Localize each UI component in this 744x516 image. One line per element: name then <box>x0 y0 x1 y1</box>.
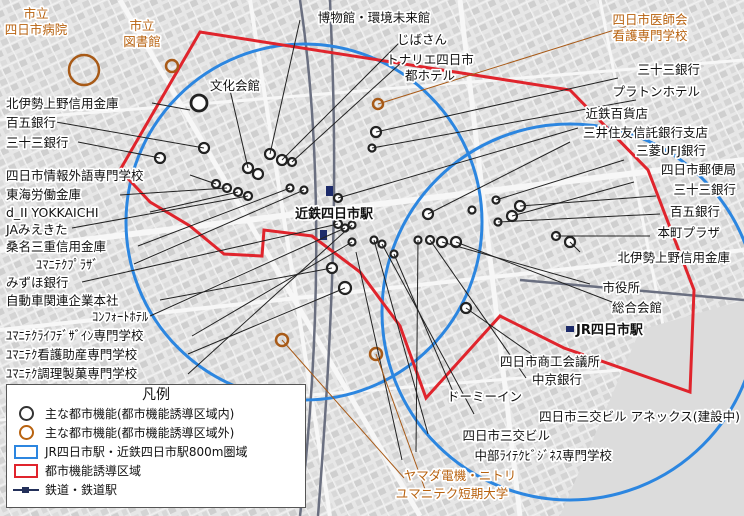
bunka-label: 文化会館 <box>210 78 260 93</box>
legend-item-radius: JR四日市駅・近鉄四日市駅800m圏域 <box>7 442 305 461</box>
city-hall-label: 市役所 <box>602 280 640 295</box>
legend-label: 都市機能誘導区域 <box>45 464 142 478</box>
brown-circle-icon <box>18 425 34 440</box>
kitaise-shinkin-label: 北伊勢上野信用金庫 <box>6 96 119 111</box>
comfort-hotel-label: ｺﾝﾌｫｰﾄﾎﾃﾙ <box>92 309 149 324</box>
facility-markers-outside <box>67 53 385 362</box>
yamada-label: ヤマダ電機・ニトリ <box>404 468 517 483</box>
hospital-label: 四日市病院 <box>5 22 68 37</box>
blue-rectangle-icon <box>14 444 38 459</box>
red-rectangle-icon <box>14 463 38 478</box>
legend-label: 主な都市機能(都市機能誘導区域内) <box>45 407 235 421</box>
sanbishi-annex-label: 四日市三交ビル アネックス(建設中) <box>539 409 740 424</box>
nursing-school-label: 四日市医師会 <box>612 12 688 27</box>
mizuho-label: みずほ銀行 <box>6 275 69 290</box>
leader-lines <box>55 19 661 461</box>
cooking-school-label: ﾕﾏﾆﾃｸ調理製菓専門学校 <box>6 366 138 381</box>
post-label: 四日市郵便局 <box>661 162 736 177</box>
legend-label: JR四日市駅・近鉄四日市駅800m圏域 <box>45 445 248 459</box>
museum-label: 博物館・環境未来館 <box>318 10 431 25</box>
jr-station-label: JR四日市駅 <box>575 322 644 338</box>
sanjusan-label: 三十三銀行 <box>673 182 736 197</box>
kuwana-shinkin-label: 桑名三重信用金庫 <box>6 239 106 254</box>
legend-item-inside: 主な都市機能(都市機能誘導区域内) <box>7 404 305 423</box>
railway-icon <box>13 486 39 493</box>
harbor-area <box>560 300 744 516</box>
kintetsu-dept-label: 近鉄百貨店 <box>585 106 648 121</box>
chukyo-label: 中京銀行 <box>532 372 582 387</box>
mufg-label: 三菱UFJ銀行 <box>636 143 706 158</box>
sanjusan-label: 三十三銀行 <box>6 135 69 150</box>
sogo-kaikan-label: 総合会館 <box>612 300 662 315</box>
library-label: 図書館 <box>123 34 161 49</box>
junior-college-label: ユマニテク短期大学 <box>396 486 509 501</box>
black-circle-icon <box>18 406 34 421</box>
jr-800m-circle <box>380 122 744 502</box>
d2-label: d_II YOKKAICHI <box>6 205 99 220</box>
jibasan-label: じばさん <box>397 32 447 47</box>
sanbishi-label: 四日市三交ビル <box>462 428 550 443</box>
station-marker <box>320 230 327 240</box>
commerce-label: 四日市商工会議所 <box>500 354 600 369</box>
kitaise-shinkin-label: 北伊勢上野信用金庫 <box>617 250 730 265</box>
library-label: 市立 <box>129 18 154 33</box>
legend-item-railway: 鉄道・鉄道駅 <box>7 480 305 499</box>
ja-label: JAみえきた <box>5 222 68 237</box>
legend-label: 鉄道・鉄道駅 <box>45 483 118 497</box>
umanitech-plaza-label: ﾕﾏﾆﾃｸﾌﾟﾗｻﾞ <box>36 257 99 272</box>
platon-label: プラトンホテル <box>612 84 700 99</box>
station-marker <box>326 186 333 196</box>
hyakugo-label: 百五銀行 <box>670 204 720 219</box>
station-marker <box>566 326 574 332</box>
legend: 凡例 主な都市機能(都市機能誘導区域内) 主な都市機能(都市機能誘導区域外) J… <box>6 384 306 508</box>
railway-lines <box>298 0 744 516</box>
hyakugo-label: 百五銀行 <box>6 115 56 130</box>
legend-item-outside: 主な都市機能(都市機能誘導区域外) <box>7 423 305 442</box>
hotel-label: トナリエ四日市 <box>386 52 474 67</box>
tokai-rokin-label: 東海労働金庫 <box>6 187 81 202</box>
leader-lines-outside <box>281 21 641 493</box>
mitsui-trust-label: 三井住友信託銀行支店 <box>583 125 708 140</box>
legend-item-area: 都市機能誘導区域 <box>7 461 305 480</box>
legend-label: 主な都市機能(都市機能誘導区域外) <box>45 426 235 440</box>
hotel-label: 都ホテル <box>405 68 455 83</box>
nursing-school-label: 看護専門学校 <box>612 28 688 43</box>
chubu-business-label: 中部ﾗｲﾃｸﾋﾞｼﾞﾈｽ専門学校 <box>474 448 612 463</box>
hospital-label: 市立 <box>23 6 48 21</box>
info-school-label: 四日市情報外語専門学校 <box>6 168 144 183</box>
nursing-midwife-label: ﾕﾏﾆﾃｸ看護助産専門学校 <box>6 347 138 362</box>
auto-assoc-label: 自動車関連企業本社 <box>6 293 119 308</box>
guidance-area-boundary <box>118 30 696 401</box>
kintetsu-station-label: 近鉄四日市駅 <box>295 206 374 222</box>
sanjusan-label: 三十三銀行 <box>637 62 700 77</box>
donkihote-label: ドーミーイン <box>447 389 522 404</box>
legend-title: 凡例 <box>142 387 170 403</box>
design-school-label: ﾕﾏﾆﾃｸﾗｲﾌﾃﾞｻﾞｲﾝ専門学校 <box>6 328 144 343</box>
honmachi-label: 本町プラザ <box>657 225 720 240</box>
